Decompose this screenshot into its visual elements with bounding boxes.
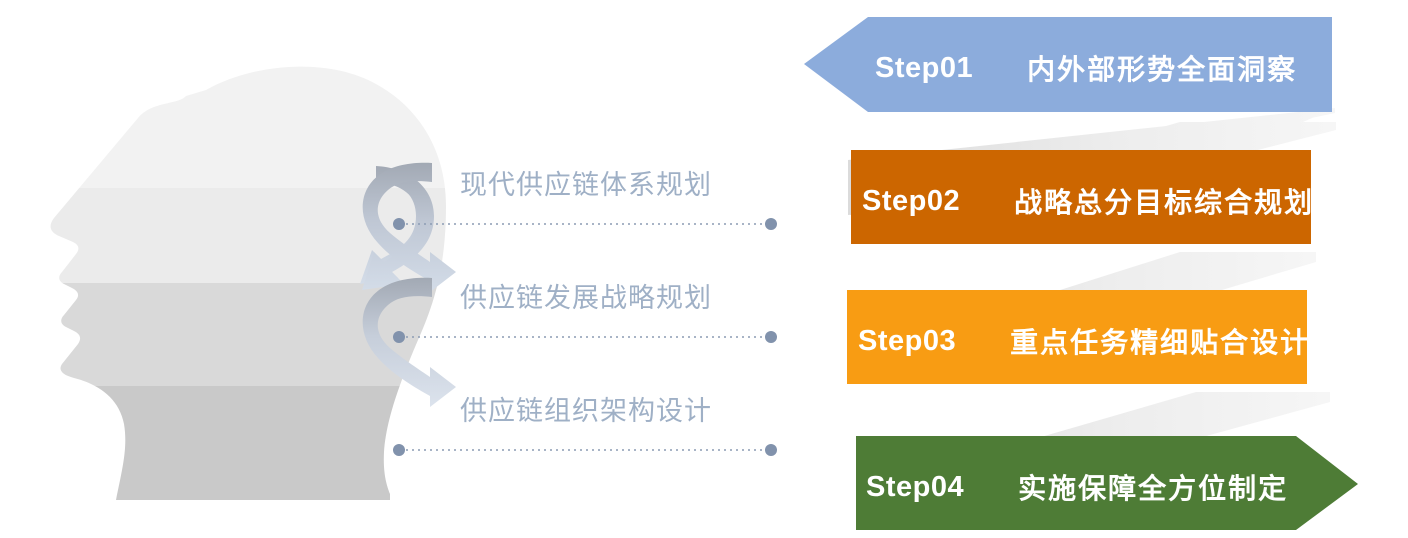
step-banner-2[interactable] — [851, 150, 1311, 244]
process-label-2: 供应链发展战略规划 — [460, 283, 712, 313]
connector-line-3 — [393, 444, 777, 456]
step-banner-4-shape — [856, 436, 1358, 530]
curved-arrow-icon-bottom — [362, 277, 456, 407]
step-banner-3[interactable] — [847, 290, 1307, 384]
curved-arrow-icon-1 — [360, 166, 434, 290]
step-banner-1[interactable] — [804, 17, 1332, 112]
step-banner-2-shape — [851, 150, 1311, 244]
connector-line-1 — [393, 218, 777, 230]
step-banner-4[interactable] — [856, 436, 1358, 530]
step-banner-3-shape — [847, 290, 1307, 384]
process-label-3: 供应链组织架构设计 — [460, 396, 712, 426]
step-banner-1-shape — [804, 17, 1332, 112]
head-silhouette-icon — [50, 66, 447, 501]
curved-arrow-icon-top — [362, 162, 456, 292]
connector-line-2 — [393, 331, 777, 343]
process-label-1: 现代供应链体系规划 — [460, 170, 712, 200]
